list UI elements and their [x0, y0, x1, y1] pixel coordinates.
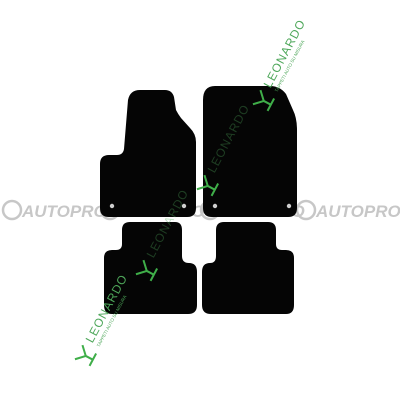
- mat-front-right: [203, 86, 297, 217]
- floor-mats: [100, 86, 297, 314]
- autopro-logo-icon: [295, 199, 317, 221]
- leonardo-logo-icon: [252, 89, 275, 112]
- mat-rear-left: [104, 222, 197, 314]
- autopro-logo-icon: [1, 199, 23, 221]
- leonardo-logo-icon: [74, 344, 97, 367]
- mat-clip: [109, 203, 115, 209]
- autopro-brand-text: AUTOPRO: [21, 202, 107, 221]
- autopro-brand-text: AUTOPRO: [315, 202, 400, 221]
- mat-rear-right: [202, 222, 294, 314]
- autopro-watermark-1: AUTOPRO: [1, 199, 107, 221]
- leonardo-logo-icon: [196, 174, 219, 197]
- mat-front-left: [100, 90, 196, 217]
- leonardo-logo-icon: [135, 259, 158, 282]
- mat-clip: [181, 203, 187, 209]
- mat-clip: [212, 203, 218, 209]
- autopro-watermark-4: AUTOPRO: [295, 199, 400, 221]
- leonardo-watermark-bottom-left: LEONARDO TAPPETI AUTO SU MISURA: [74, 272, 130, 367]
- mat-clip: [286, 203, 292, 209]
- autopro-watermark-strip: AUTOPRO AUTOPRO AUTOPRO AUTOPRO: [1, 199, 400, 221]
